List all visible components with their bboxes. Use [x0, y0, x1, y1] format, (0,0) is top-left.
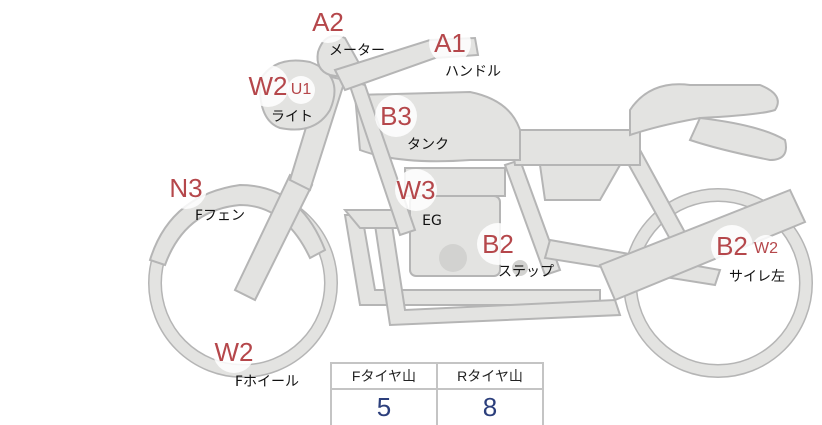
- damage-code: B2: [711, 225, 753, 267]
- part-label: ハンドル: [445, 64, 501, 80]
- part-label: メーター: [329, 43, 385, 59]
- damage-code: N3: [165, 167, 207, 209]
- f-tire-header: Fタイヤ山: [330, 362, 438, 390]
- part-label: ライト: [271, 109, 313, 125]
- part-label: Fフェン: [194, 208, 246, 224]
- r-tire-header: Rタイヤ山: [436, 362, 544, 390]
- part-label: EG: [422, 213, 442, 229]
- r-tire-value: 8: [436, 388, 544, 425]
- damage-code: B2: [477, 223, 519, 265]
- f-tire-value: 5: [330, 388, 438, 425]
- damage-code-secondary: W2: [752, 235, 780, 263]
- damage-code: W2: [213, 331, 255, 373]
- damage-code: A2: [307, 1, 349, 43]
- damage-code: W2: [247, 65, 289, 107]
- damage-code: B3: [375, 95, 417, 137]
- damage-code: A1: [429, 22, 471, 64]
- tire-tread-table: Fタイヤ山 Rタイヤ山 5 8: [330, 362, 544, 425]
- part-label: タンク: [407, 137, 449, 153]
- damage-code: W3: [395, 169, 437, 211]
- part-label: ステップ: [498, 264, 554, 280]
- part-label: サイレ左: [729, 269, 785, 285]
- damage-code-secondary: U1: [287, 76, 315, 104]
- part-label: Fホイール: [234, 374, 300, 390]
